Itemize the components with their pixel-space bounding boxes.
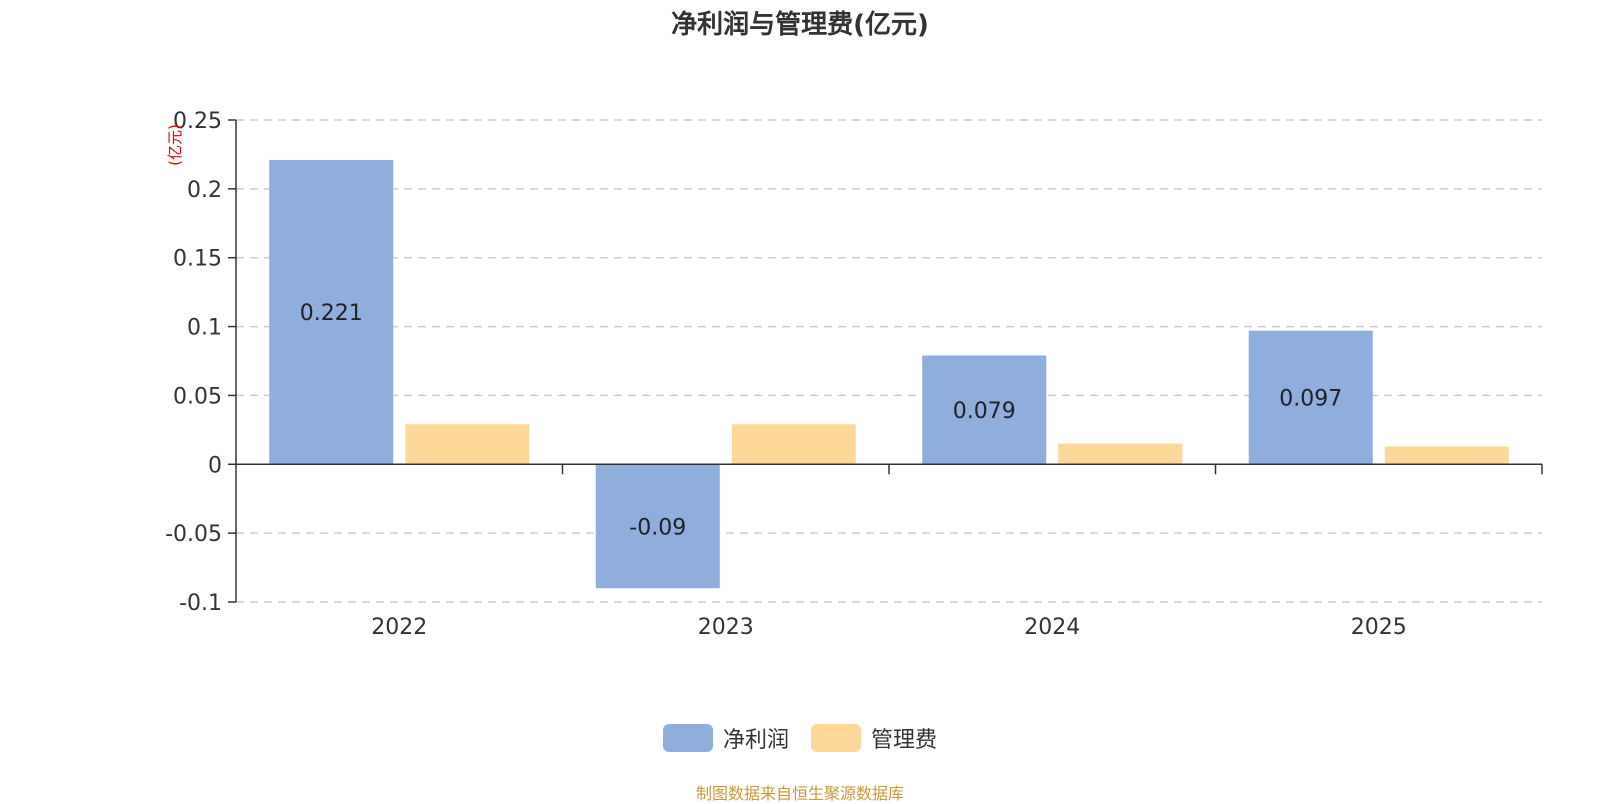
y-tick-label: 0.15 <box>173 247 222 272</box>
data-label: 0.097 <box>1279 386 1342 411</box>
legend-label-net-profit: 净利润 <box>722 728 789 753</box>
bar-admin-expense <box>1058 443 1183 465</box>
data-label: 0.221 <box>300 301 363 326</box>
y-tick-label: 0.05 <box>173 384 222 409</box>
bar-net-profit <box>1248 330 1373 465</box>
y-axis-label: (亿元) <box>166 124 184 166</box>
bar-admin-expense <box>731 424 856 465</box>
bar-net-profit <box>922 355 1047 465</box>
y-tick-label: 0.25 <box>173 109 222 134</box>
x-tick-label: 2022 <box>371 615 427 640</box>
y-tick-label: -0.05 <box>165 522 222 547</box>
data-label: -0.09 <box>629 515 686 540</box>
x-tick-label: 2025 <box>1351 615 1407 640</box>
y-tick-label: 0 <box>208 453 222 478</box>
legend-swatch-net-profit <box>662 724 713 752</box>
bar-admin-expense <box>405 424 530 465</box>
source-note: 制图数据来自恒生聚源数据库 <box>695 784 904 803</box>
data-label: 0.079 <box>953 399 1016 424</box>
x-tick-label: 2023 <box>698 615 754 640</box>
legend-label-admin-expense: 管理费 <box>871 728 938 753</box>
bar-net-profit <box>595 464 720 589</box>
legend-item-net-profit[interactable]: 净利润 <box>662 722 789 754</box>
legend: 净利润 管理费 <box>0 722 1600 754</box>
y-tick-label: 0.1 <box>187 316 222 341</box>
y-tick-label: -0.1 <box>179 591 222 616</box>
x-tick-label: 2024 <box>1024 615 1080 640</box>
bar-admin-expense <box>1384 446 1509 465</box>
legend-item-admin-expense[interactable]: 管理费 <box>811 722 937 754</box>
legend-swatch-admin-expense <box>811 724 861 752</box>
bar-net-profit <box>269 159 394 465</box>
y-tick-label: 0.2 <box>187 178 222 203</box>
chart-title: 净利润与管理费(亿元) <box>671 10 929 40</box>
